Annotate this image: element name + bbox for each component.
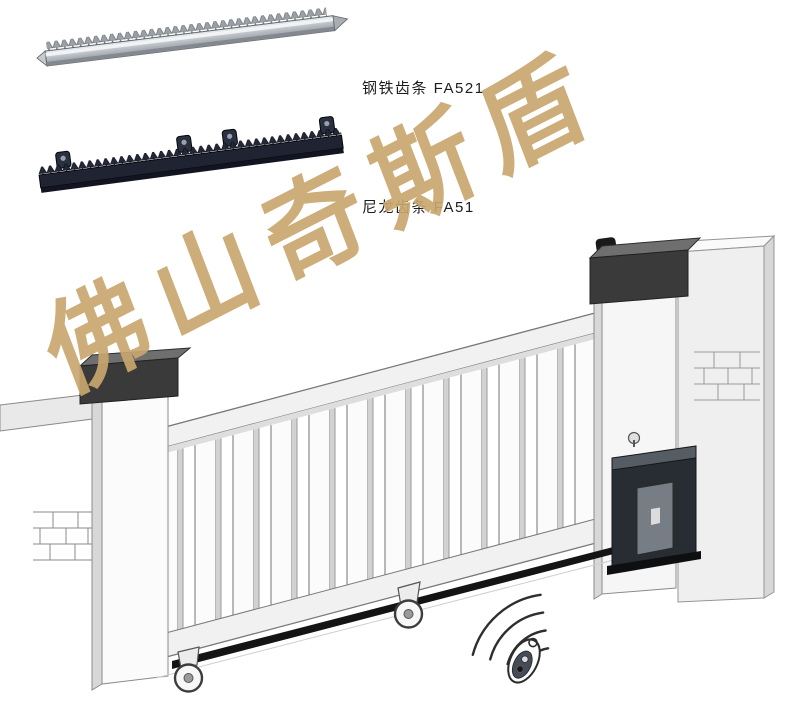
remote-button-1 bbox=[521, 655, 529, 663]
steel-rack-teeth bbox=[46, 7, 328, 51]
left-wall-bricks bbox=[33, 511, 93, 561]
steel-gear-rack-illustration bbox=[36, 7, 349, 67]
left-pillar bbox=[78, 347, 192, 691]
motor-release-slot bbox=[651, 507, 660, 525]
remote-control bbox=[507, 637, 541, 684]
left-pillar-cap bbox=[79, 357, 179, 405]
remote-keyring bbox=[528, 637, 538, 648]
remote-button-2 bbox=[516, 665, 524, 673]
caster-wheel-left bbox=[173, 646, 204, 693]
gate-slats bbox=[162, 324, 652, 634]
steel-rack-label: 钢铁齿条 FA521 bbox=[362, 80, 485, 97]
caster-wheel-middle bbox=[393, 581, 424, 629]
right-wall-bricks bbox=[694, 351, 760, 401]
nylon-rack-teeth bbox=[38, 127, 342, 176]
sliding-gate bbox=[161, 297, 653, 659]
motor-base-plate bbox=[607, 551, 701, 575]
nylon-gear-rack-illustration bbox=[38, 116, 344, 193]
nylon-rack-label: 尼龙齿条 FA51 bbox=[362, 199, 475, 216]
gate-opener-motor bbox=[607, 445, 701, 575]
right-pillar-cap bbox=[589, 249, 689, 305]
